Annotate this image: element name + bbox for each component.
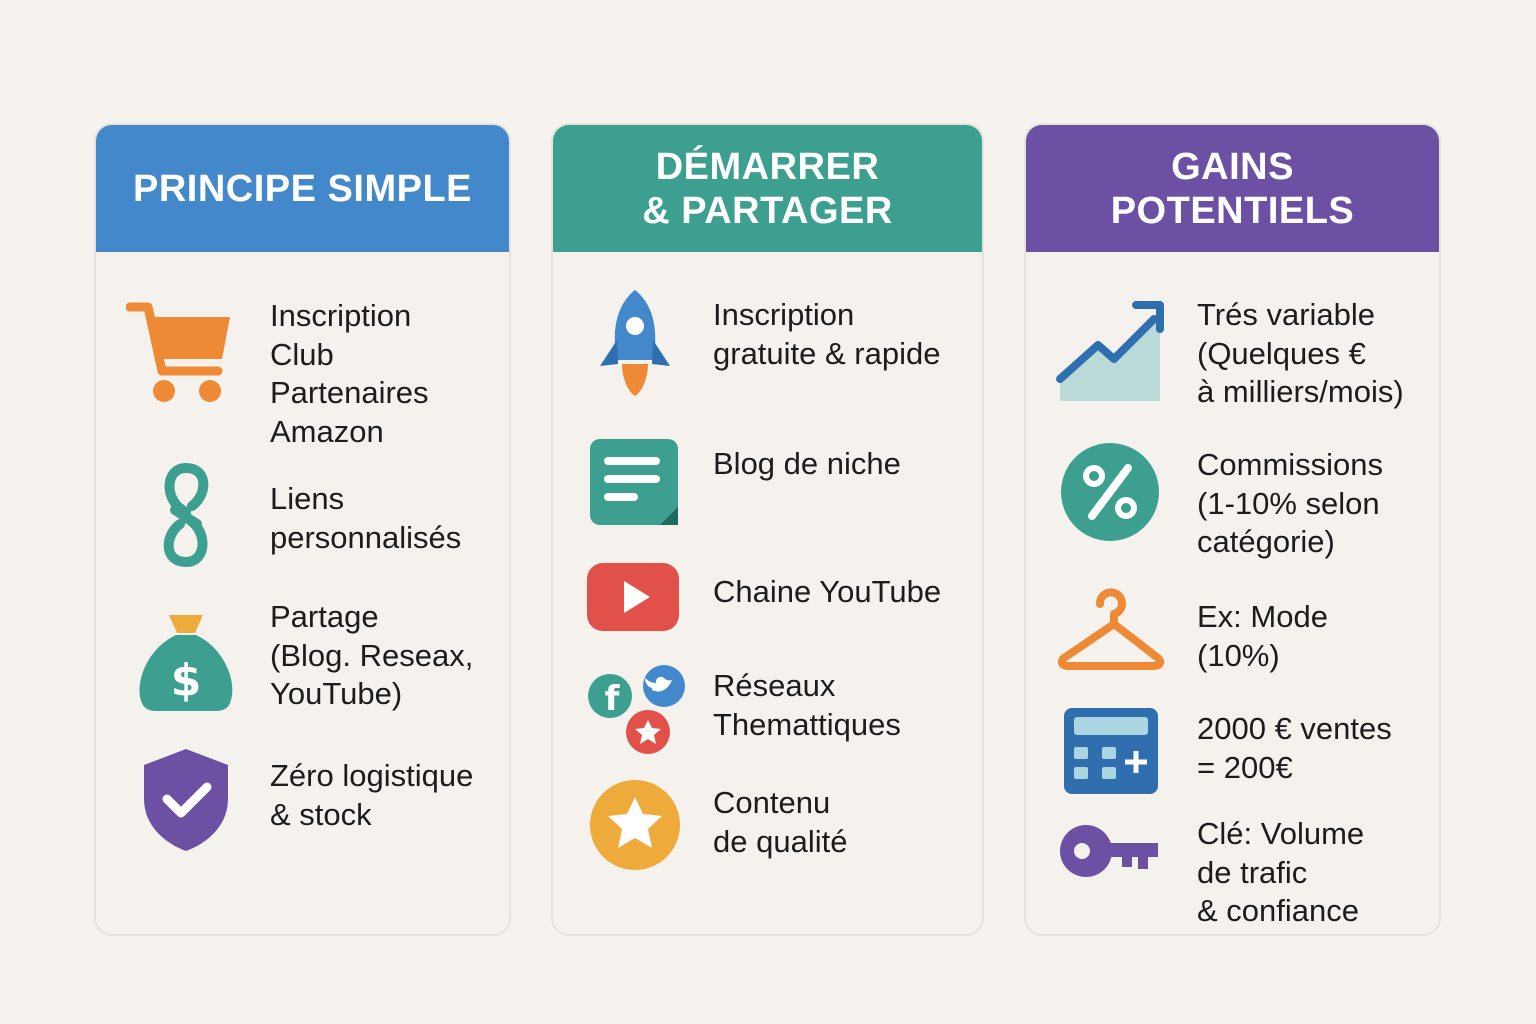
calculator-icon [1056, 705, 1166, 815]
item-text: Inscription Club Partenaires Amazon [270, 298, 429, 449]
card-principe-simple: PRINCIPE SIMPLE Inscription Club Partena… [94, 123, 511, 936]
item-text: Liens personnalisés [270, 481, 462, 555]
hanger-icon [1056, 580, 1166, 690]
link-icon [131, 460, 241, 570]
item-text: Partage (Blog. Reseax, YouTube) [270, 599, 474, 711]
youtube-play-icon [580, 553, 690, 663]
star-icon [580, 775, 690, 885]
shield-check-icon [131, 745, 241, 855]
card-header: DÉMARRER& PARTAGER [553, 125, 982, 252]
item-text: Zéro logistique & stock [270, 758, 474, 832]
key-icon [1056, 813, 1166, 923]
item-text: 2000 € ventes = 200€ [1197, 711, 1392, 785]
svg-text:f: f [605, 679, 621, 719]
blog-note-icon [580, 435, 690, 545]
item-text: Ex: Mode (10%) [1197, 599, 1328, 673]
item-text: Contenu de qualité [713, 785, 848, 859]
card-header: PRINCIPE SIMPLE [96, 125, 509, 252]
percent-icon [1056, 440, 1166, 550]
money-bag-icon: $ [131, 607, 241, 717]
item-text: Chaine YouTube [713, 574, 942, 609]
item-text: Trés variable (Quelques € à milliers/moi… [1197, 297, 1404, 409]
shopping-cart-icon [125, 297, 236, 407]
item-text: Blog de niche [713, 446, 901, 481]
social-networks-icon: f [580, 660, 690, 770]
item-text: Clé: Volume de trafic & confiance [1197, 816, 1365, 928]
item-text: Inscription gratuite & rapide [713, 297, 941, 371]
card-title: PRINCIPE SIMPLE [133, 167, 472, 210]
card-title-line: DÉMARRER [655, 145, 880, 188]
item-text: Commissions (1-10% selon catégorie) [1197, 447, 1384, 559]
card-title-line: & PARTAGER [642, 189, 893, 232]
svg-text:$: $ [171, 655, 202, 706]
card-demarrer-partager: DÉMARRER& PARTAGER Inscription gratuite … [551, 123, 984, 936]
rocket-icon [580, 290, 690, 400]
card-title-line: POTENTIELS [1110, 189, 1355, 232]
item-text: Réseaux Themattiques [713, 668, 901, 742]
card-title-line: GAINS [1171, 145, 1294, 188]
growth-chart-icon [1056, 297, 1166, 407]
